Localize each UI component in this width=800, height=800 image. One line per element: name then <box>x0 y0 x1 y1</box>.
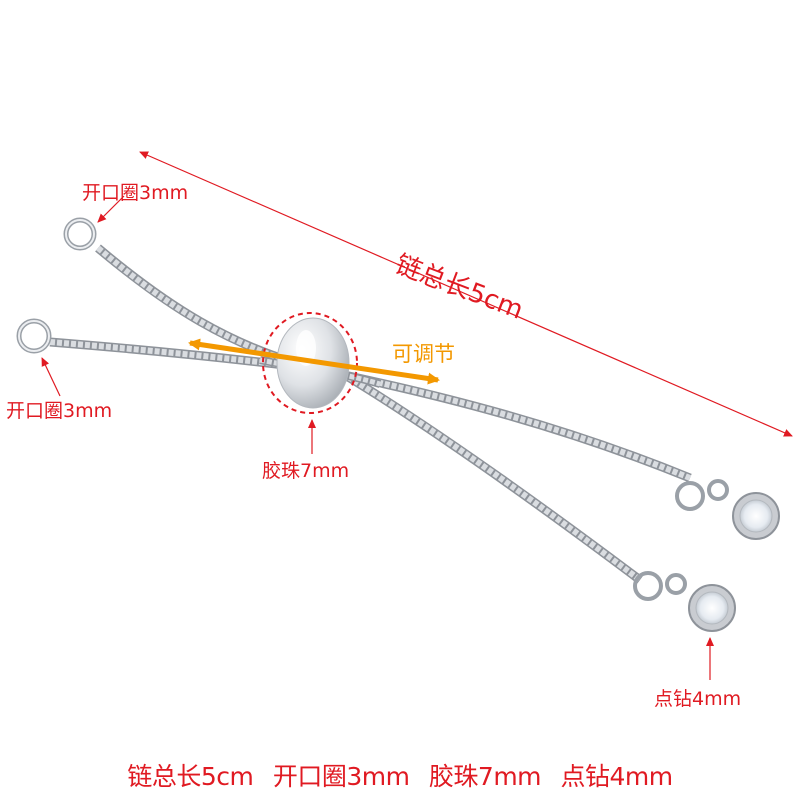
caption-rhinestone: 点钻4mm <box>560 762 674 791</box>
open-ring-label-left: 开口圈3mm <box>6 400 113 422</box>
open-ring-top <box>63 217 97 251</box>
open-ring-left <box>16 318 52 354</box>
total-length-arrow-icon <box>139 151 793 437</box>
rhinestone-charm-upper <box>675 479 780 540</box>
caption-total-length: 链总长5cm <box>127 762 254 791</box>
rhinestone-size-label: 点钻4mm <box>654 688 742 710</box>
spec-caption: 链总长5cm 开口圈3mm 胶珠7mm 点钻4mm <box>0 757 800 793</box>
bead-size-label: 胶珠7mm <box>262 460 350 482</box>
open-ring-label-top: 开口圈3mm <box>82 182 189 204</box>
adjustable-label: 可调节 <box>392 342 455 366</box>
caption-open-ring: 开口圈3mm <box>272 762 410 791</box>
rhinestone-charm-lower <box>633 571 736 632</box>
ring-top-arrow-icon <box>97 195 125 223</box>
double-arrow-icon <box>188 338 440 385</box>
chain-strands <box>49 244 692 584</box>
caption-bead: 胶珠7mm <box>428 762 542 791</box>
ring-left-arrow-icon <box>41 357 61 397</box>
